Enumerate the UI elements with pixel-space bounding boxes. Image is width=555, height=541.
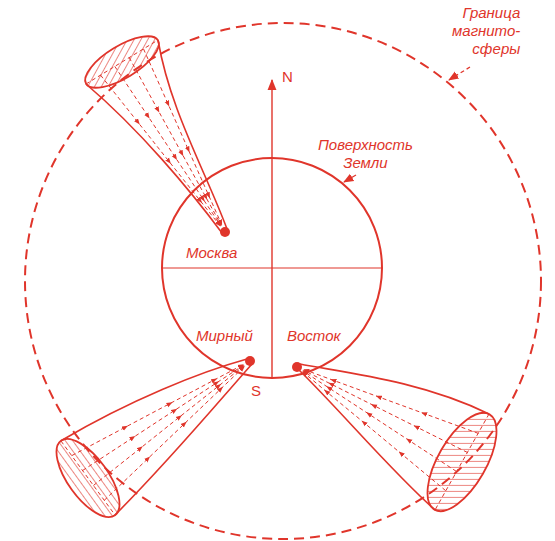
- field-line: [144, 49, 221, 223]
- tube-wall: [86, 84, 222, 233]
- section-line: [61, 441, 115, 515]
- field-line: [83, 367, 242, 471]
- station-label: Мирный: [196, 327, 253, 345]
- field-line: [129, 58, 220, 224]
- section-line: [435, 414, 489, 510]
- field-line: [115, 66, 220, 223]
- station-dot: [292, 362, 302, 372]
- magnetosphere-boundary: [25, 23, 541, 539]
- station-dot: [220, 227, 230, 237]
- section-line: [86, 40, 158, 84]
- field-line: [306, 371, 468, 452]
- field-line: [101, 75, 219, 224]
- tube-section: [78, 27, 166, 98]
- field-tube: [299, 364, 510, 522]
- field-tube: [78, 27, 227, 233]
- surface-label: Поверхность Земли: [318, 136, 413, 172]
- tube-wall: [61, 359, 247, 441]
- field-line: [305, 372, 457, 471]
- field-line: [104, 368, 243, 500]
- tube-wall: [299, 370, 435, 510]
- boundary-label: Граница магнито- сферы: [452, 4, 520, 58]
- field-tube: [45, 359, 252, 527]
- pole-label: S: [251, 382, 261, 400]
- tube-wall: [115, 364, 252, 515]
- station-label: Москва: [186, 244, 237, 262]
- tube-wall: [300, 364, 489, 414]
- field-line: [93, 367, 242, 485]
- leader-line: [344, 175, 356, 182]
- tube-wall: [158, 40, 227, 229]
- axis-arrow: [271, 80, 272, 378]
- station-dot: [245, 356, 255, 366]
- field-line: [306, 370, 478, 433]
- field-line: [72, 366, 241, 456]
- station-label: Восток: [287, 327, 341, 345]
- pole-label: N: [282, 68, 293, 86]
- field-line: [304, 373, 445, 490]
- leader-line: [449, 67, 470, 80]
